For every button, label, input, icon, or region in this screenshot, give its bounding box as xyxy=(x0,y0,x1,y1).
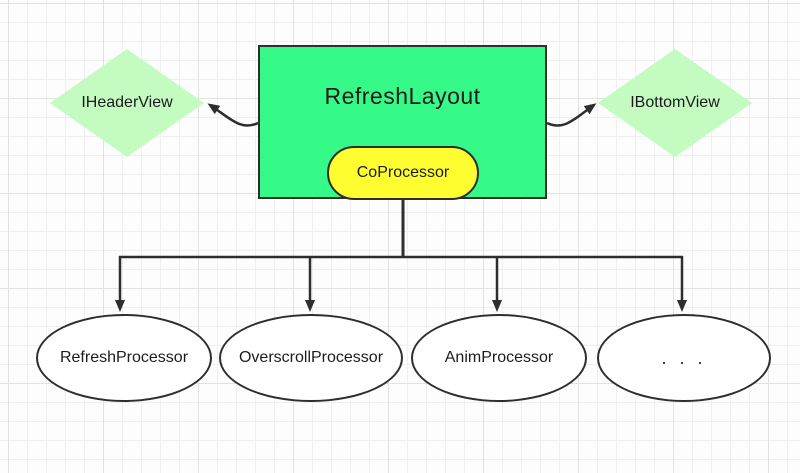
coprocessor-node: CoProcessor xyxy=(327,146,479,200)
arrow-to-headerview xyxy=(207,103,259,127)
refreshprocessor-node: RefreshProcessor xyxy=(36,314,212,402)
more-processors-node: . . . xyxy=(597,314,771,402)
bottomview-node: IBottomView xyxy=(598,49,752,157)
refreshlayout-label: RefreshLayout xyxy=(324,82,481,109)
arrow-to-bottomview xyxy=(546,103,597,127)
headerview-node: IHeaderView xyxy=(50,49,204,157)
animprocessor-node: AnimProcessor xyxy=(411,314,587,402)
overscrollprocessor-node: OverscrollProcessor xyxy=(219,314,403,402)
